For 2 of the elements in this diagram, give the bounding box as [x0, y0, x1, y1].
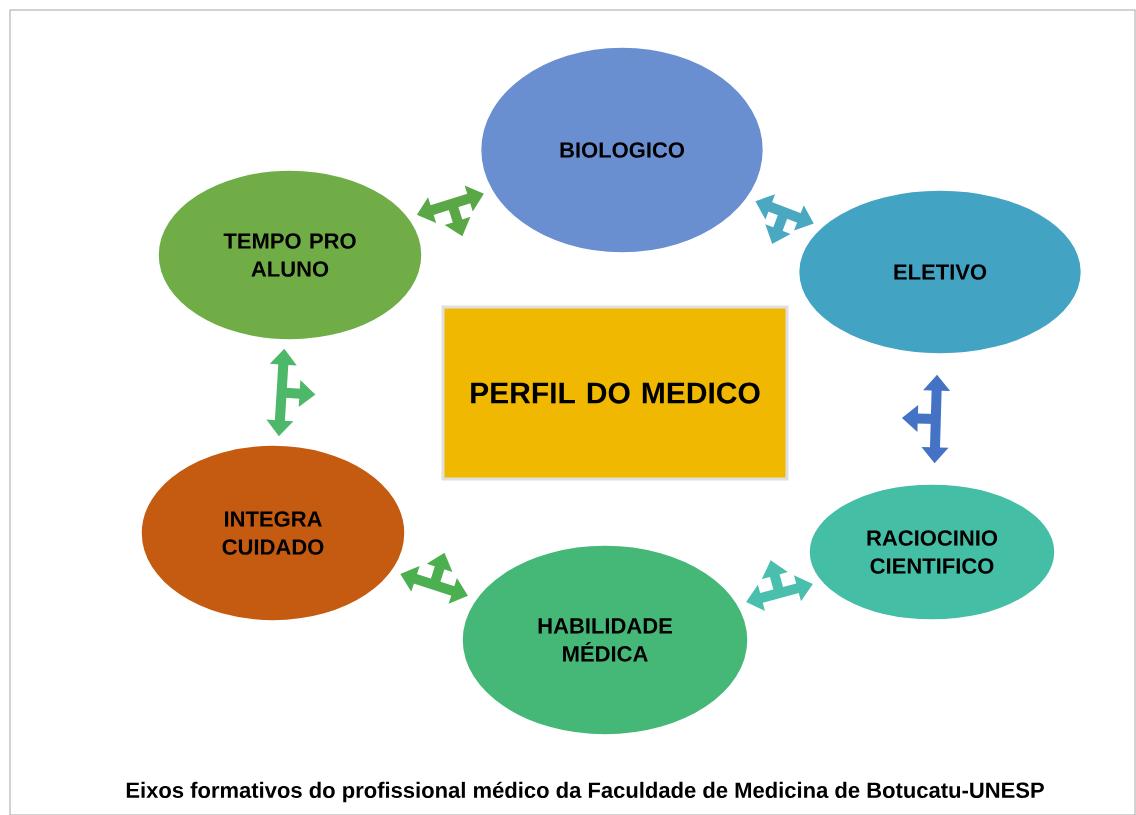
profile-box: PERFIL DO MEDICO [441, 305, 789, 481]
caption: Eixos formativos do profissional médico da Faculdade de Medicina de Botucatu-UNESP [126, 781, 1044, 803]
